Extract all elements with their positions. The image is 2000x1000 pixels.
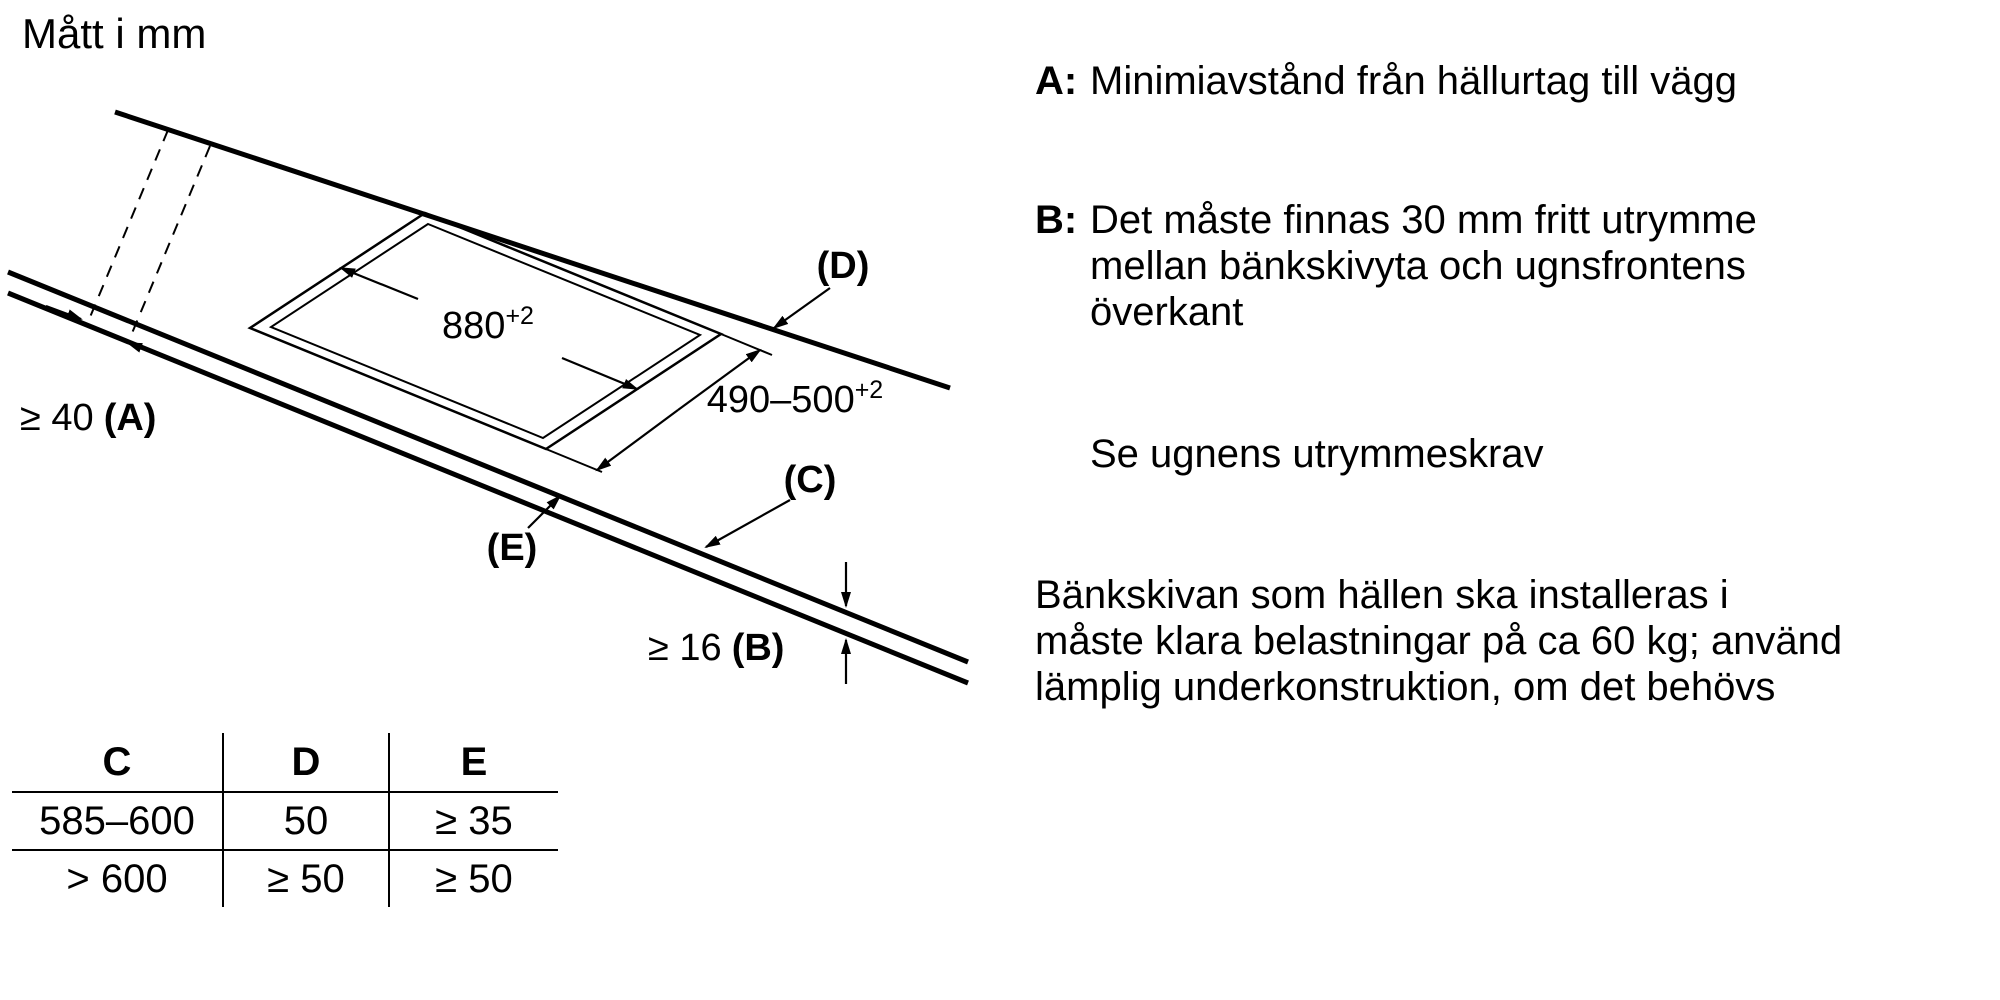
note-line: Bänkskivan som hällen ska installeras i bbox=[1035, 573, 1729, 617]
label-c: (C) bbox=[784, 459, 837, 501]
table-cell: 50 bbox=[224, 791, 390, 849]
dim-a-arrow-left bbox=[45, 304, 83, 321]
note-a-text: Minimiavstånd från hällurtag till vägg bbox=[1090, 58, 1737, 104]
note-a: A: Minimiavstånd från hällurtag till väg… bbox=[1035, 58, 1737, 104]
dim-width-arrow-left bbox=[339, 266, 419, 301]
dim-width-label: 880+2 bbox=[442, 302, 534, 347]
note-load: Bänkskivan som hällen ska installeras i … bbox=[1035, 572, 1842, 710]
table-cell: > 600 bbox=[12, 849, 224, 907]
cutout-inner-rim bbox=[268, 222, 703, 440]
label-e-arrow bbox=[527, 494, 562, 529]
note-line: mellan bänkskivyta och ugnsfrontens bbox=[1090, 244, 1746, 288]
worktop-back-edge bbox=[114, 109, 951, 391]
label-e: (E) bbox=[487, 527, 538, 569]
note-line: måste klara belastningar på ca 60 kg; an… bbox=[1035, 619, 1843, 663]
note-line: Det måste finnas 30 mm fritt utrymme bbox=[1090, 198, 1757, 242]
dim-depth-label: 490–500+2 bbox=[707, 376, 883, 421]
note-b: B: Det måste finnas 30 mm fritt utrymme … bbox=[1035, 197, 1757, 335]
table-cell: ≥ 50 bbox=[390, 849, 558, 907]
note-b-text: Det måste finnas 30 mm fritt utrymme mel… bbox=[1090, 197, 1757, 335]
table-cell: 585–600 bbox=[12, 791, 224, 849]
dim-depth-arrow-up bbox=[677, 348, 762, 411]
dim-depth-extension-bottom bbox=[545, 448, 603, 473]
installation-diagram: 880+2 490–500+2 ≥ 40(A) ≥ 16(B) (D) (C) … bbox=[7, 109, 969, 686]
dimension-table: C D E 585–600 50 ≥ 35 > 600 ≥ 50 ≥ 50 bbox=[12, 733, 558, 907]
table-cell: ≥ 50 bbox=[224, 849, 390, 907]
wall-dashed-line-2 bbox=[129, 145, 211, 339]
table-header-d: D bbox=[224, 733, 390, 791]
note-a-label: A: bbox=[1035, 59, 1078, 103]
wall-dashed-line-1 bbox=[87, 129, 169, 323]
note-line: Minimiavstånd från hällurtag till vägg bbox=[1090, 59, 1737, 103]
worktop-front-edge-top bbox=[7, 269, 969, 665]
dim-depth-extension-top bbox=[720, 333, 773, 356]
label-d: (D) bbox=[817, 245, 870, 287]
note-line: överkant bbox=[1090, 290, 1244, 334]
table-header-e: E bbox=[460, 739, 488, 784]
worktop-front-edge-bottom bbox=[7, 290, 969, 686]
note-line: lämplig underkonstruktion, om det behövs bbox=[1035, 665, 1776, 709]
note-b-label: B: bbox=[1035, 198, 1078, 242]
note-oven-space: Se ugnens utrymmeskrav bbox=[1090, 432, 1544, 476]
dim-depth-arrow-down bbox=[595, 409, 679, 472]
table-cell: ≥ 35 bbox=[390, 791, 558, 849]
dim-wall-label: ≥ 40(A) bbox=[20, 397, 156, 439]
dim-a-arrow-right bbox=[126, 341, 164, 358]
label-d-arrow bbox=[772, 287, 831, 330]
dim-thickness-label: ≥ 16(B) bbox=[648, 627, 784, 669]
table-header-c: C bbox=[12, 733, 224, 791]
label-c-arrow bbox=[704, 499, 791, 548]
page-title: Mått i mm bbox=[22, 10, 207, 57]
dim-width-arrow-right bbox=[561, 356, 639, 391]
